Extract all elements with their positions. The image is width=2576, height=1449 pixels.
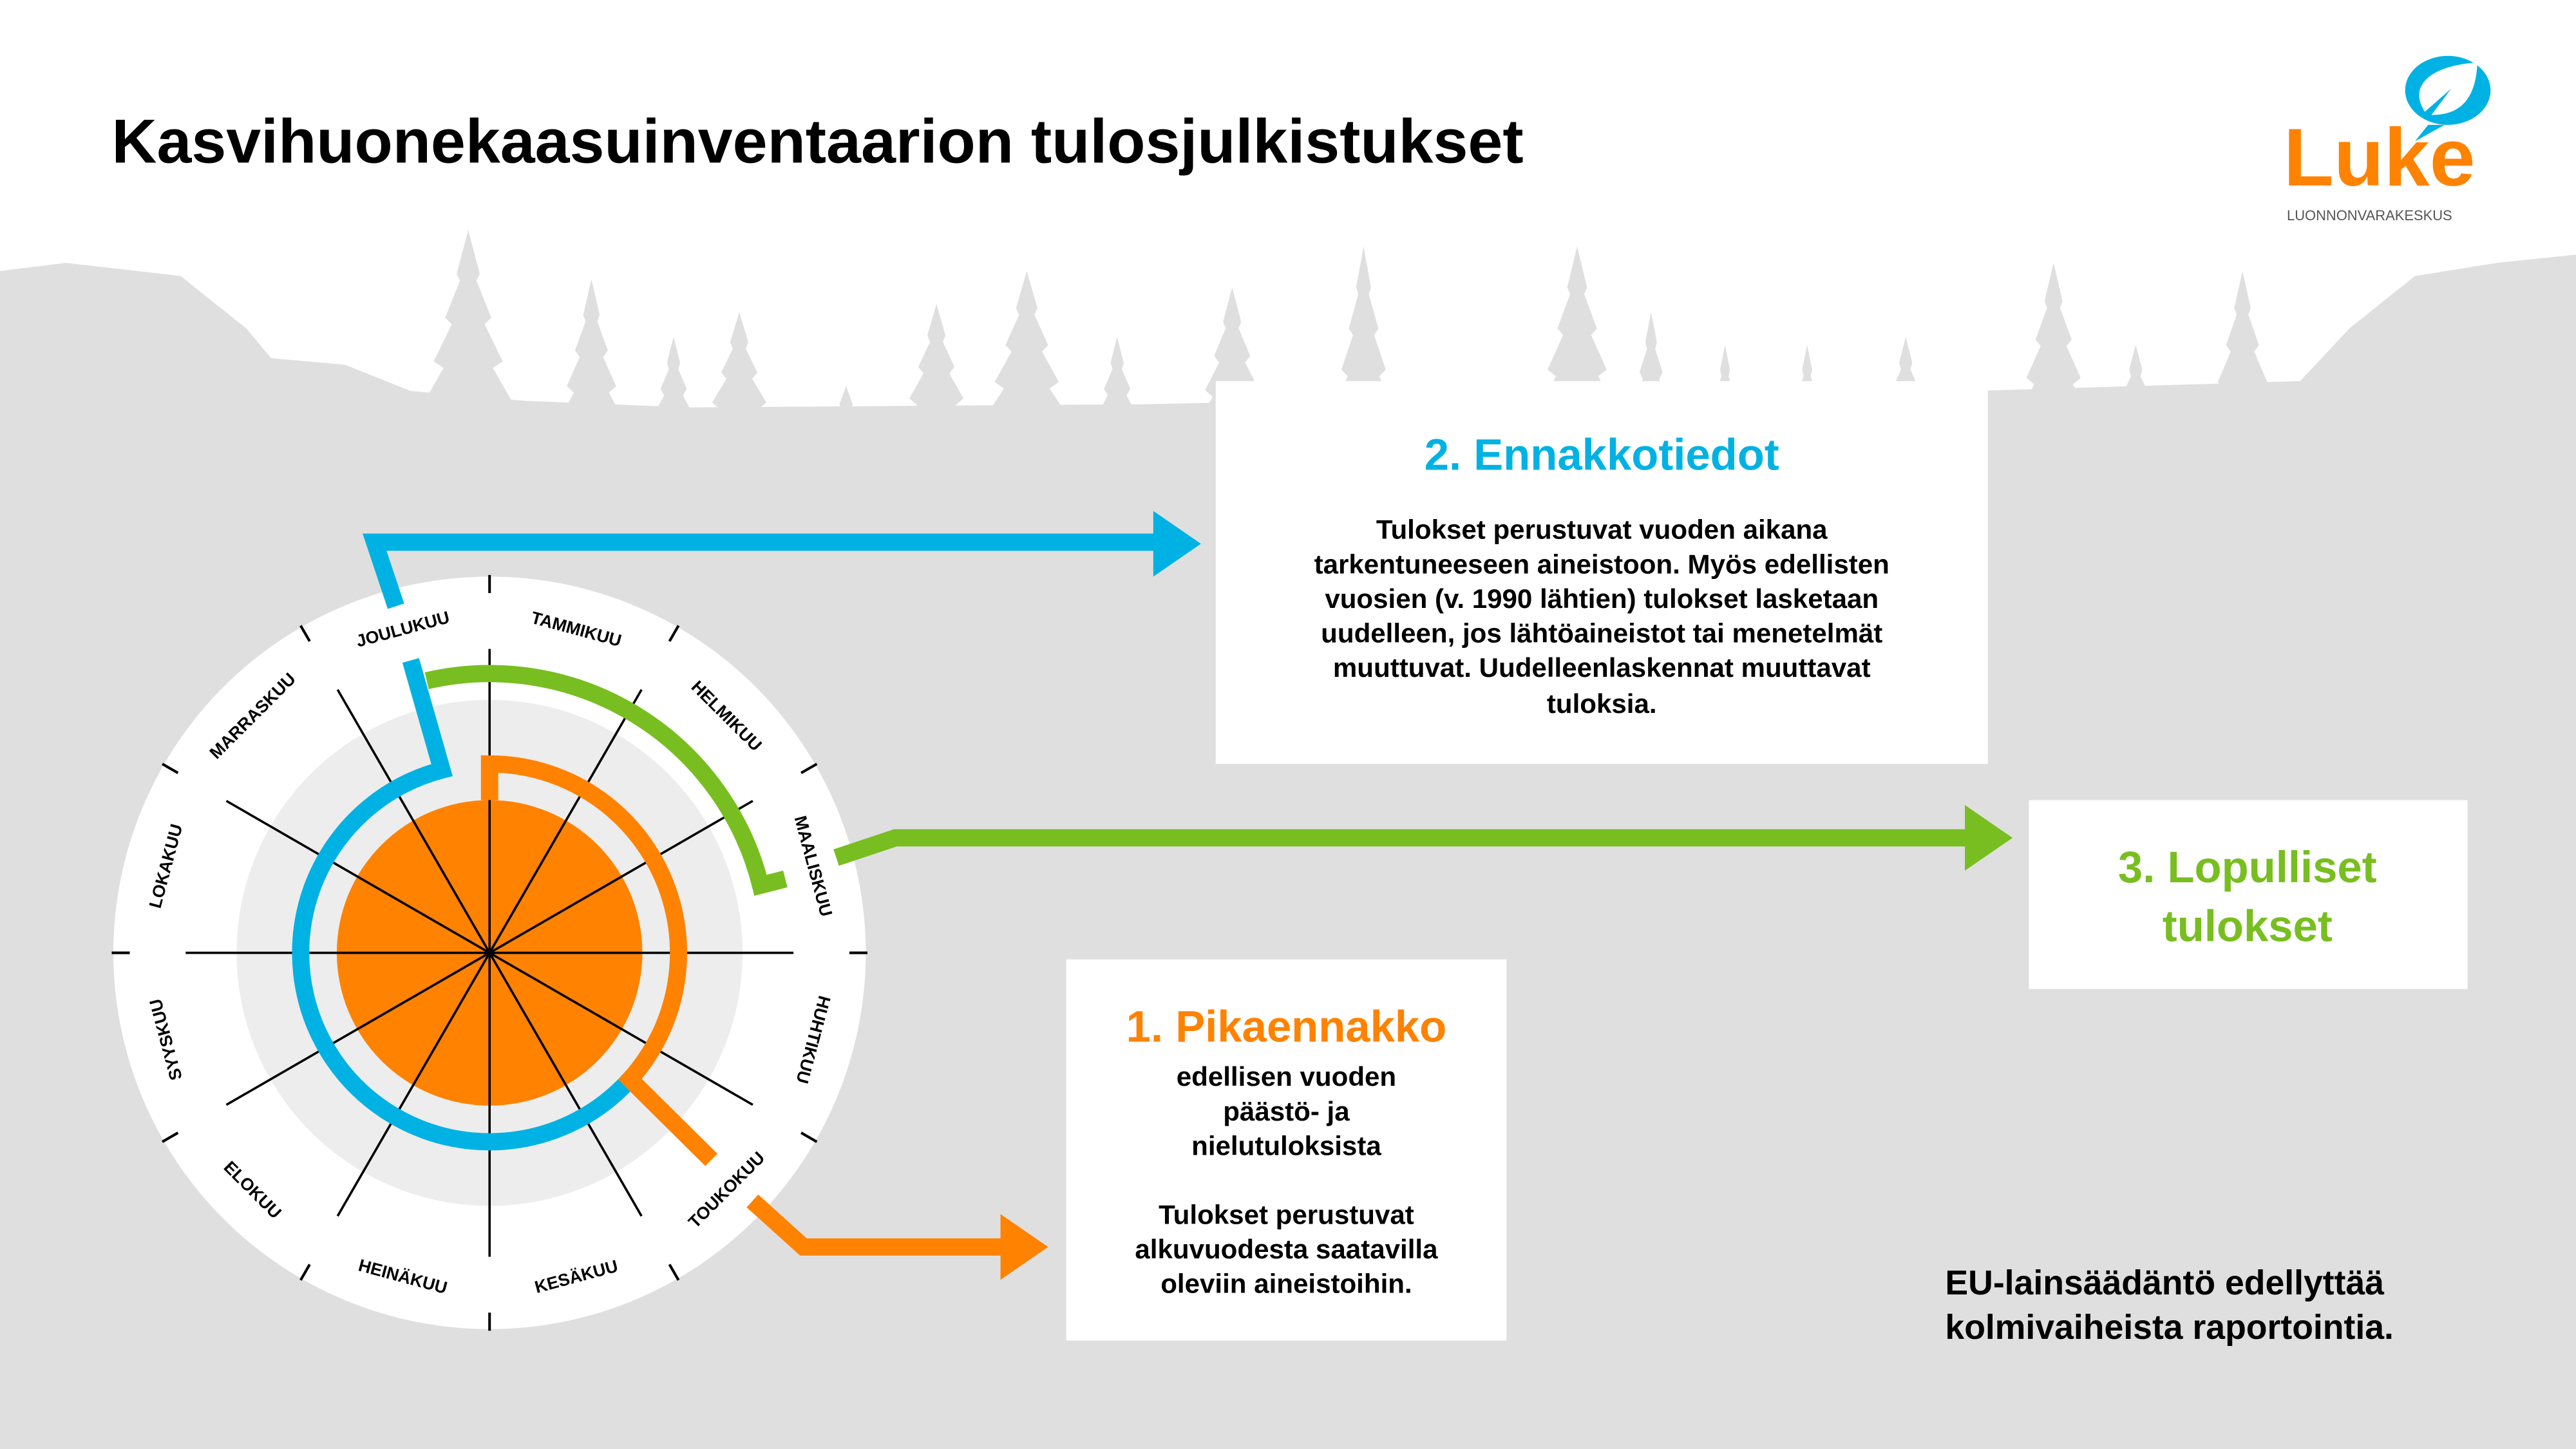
tree-icon — [640, 336, 706, 493]
stage2-box: 2. Ennakkotiedot Tulokset perustuvat vuo… — [1215, 381, 1988, 764]
stage1-text-line: oleviin aineistoihin. — [1160, 1269, 1412, 1299]
footer-note: EU-lainsäädäntö edellyttää — [1945, 1264, 2384, 1302]
month-divider-tick — [299, 625, 311, 642]
stage1-text-line: päästö- ja — [1223, 1096, 1350, 1126]
wheel-spoke — [336, 688, 643, 1217]
stage1-text-line: alkuvuodesta saatavilla — [1135, 1234, 1438, 1264]
stage2-text-line: tuloksia. — [1547, 688, 1657, 719]
month-divider-tick — [668, 1264, 680, 1281]
footer-note: kolmivaiheista raportointia. — [1945, 1309, 2393, 1347]
year-wheel: TAMMIKUUHELMIKUUMAALISKUUHUHTIKUUTOUKOKU… — [111, 574, 867, 1331]
tree-icon — [1084, 336, 1150, 493]
month-divider-tick — [162, 1132, 179, 1143]
stage1-text-line: edellisen vuoden — [1177, 1061, 1396, 1092]
tree-icon — [891, 303, 982, 493]
tree-icon — [694, 312, 785, 493]
stage1-arrowhead — [1000, 1214, 1048, 1280]
stage3-arrowhead — [1965, 805, 2012, 871]
month-divider-tick — [668, 625, 680, 642]
stage1-text-line: Tulokset perustuvat — [1159, 1200, 1414, 1230]
stage3-heading: 3. Lopulliset — [2118, 842, 2377, 892]
stage2-text-line: muuttuvat. Uudelleenlaskennat muuttavat — [1333, 652, 1871, 683]
luke-logo: Luke LUONNONVARAKESKUS — [2284, 55, 2491, 223]
stage1-box: 1. Pikaennakko edellisen vuoden päästö- … — [1066, 959, 1507, 1341]
tree-icon — [410, 230, 526, 493]
stage3-green-arc — [424, 665, 788, 896]
stage1-orange-arc — [480, 755, 718, 1166]
page-title: Kasvihuonekaasuinventaarion tulosjulkist… — [111, 106, 1523, 176]
month-divider-tick — [800, 762, 818, 775]
stage1-text-line: nielutuloksista — [1191, 1130, 1381, 1160]
month-divider-tick — [800, 1132, 818, 1143]
tree-icon — [2103, 345, 2169, 493]
logo-subtitle: LUONNONVARAKESKUS — [2287, 207, 2452, 223]
stage2-text-line: uudelleen, jos lähtöaineistot tai menete… — [1321, 618, 1882, 648]
stage2-blue-connector — [363, 533, 1160, 609]
stage2-arrowhead — [1153, 511, 1201, 577]
month-divider-tick — [162, 762, 179, 775]
stage1-heading: 1. Pikaennakko — [1126, 1001, 1447, 1051]
stage2-text-line: vuosien (v. 1990 lähtien) tulokset laske… — [1325, 583, 1879, 614]
tree-icon — [973, 270, 1081, 493]
tree-icon — [550, 279, 633, 493]
stage2-text-line: Tulokset perustuvat vuoden aikana — [1376, 515, 1828, 545]
tree-icon — [2201, 270, 2284, 493]
stage2-heading: 2. Ennakkotiedot — [1425, 430, 1779, 480]
stage1-orange-connector — [746, 1194, 1006, 1256]
tree-icon — [2008, 263, 2099, 493]
tree-icon — [813, 386, 879, 493]
stage3-heading: tulokset — [2163, 902, 2333, 951]
month-divider-tick — [299, 1264, 311, 1281]
stage2-text-line: tarkentuneeseen aineistoon. Myös edellis… — [1314, 549, 1889, 579]
stage2-blue-arc — [292, 658, 637, 1151]
stage3-box: 3. Lopulliset tulokset — [2029, 800, 2468, 989]
logo-wordmark: Luke — [2284, 112, 2476, 204]
stage3-green-connector — [833, 829, 1969, 866]
